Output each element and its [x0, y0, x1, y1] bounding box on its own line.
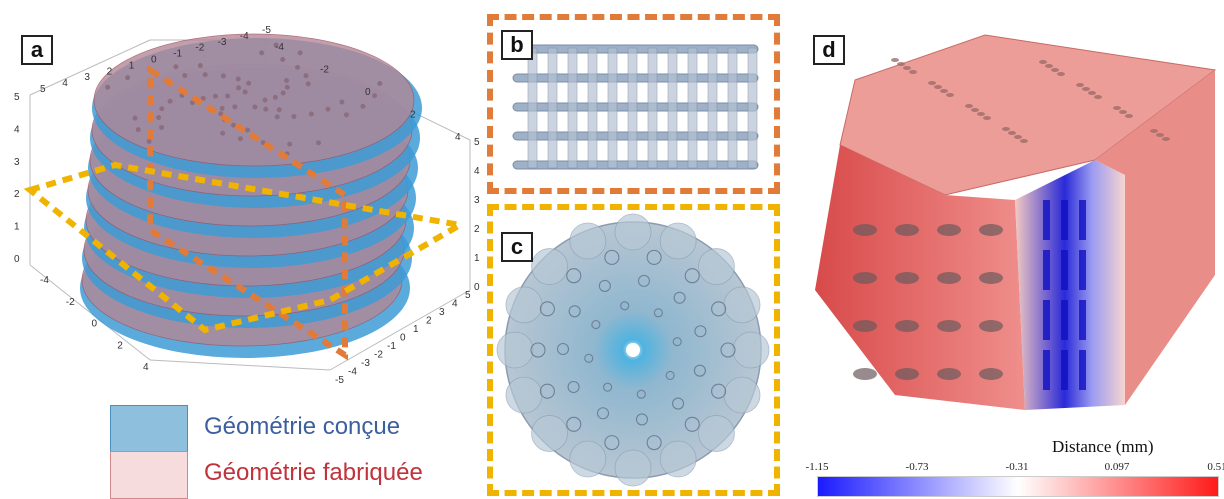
panel-d: d Distance (mm) -1.15 -0.73 -0.31 0.097 0.51 [795, 0, 1224, 499]
axis-tick-bottom-right: -1 [387, 341, 396, 352]
colorbar-title: Distance (mm) [1052, 437, 1154, 456]
colorbar-tick-label: -0.73 [905, 461, 929, 473]
axis-tick-top-right: 2 [410, 110, 416, 121]
panel-c: c [487, 204, 780, 496]
legend-designed-label: Géométrie conçue [204, 413, 401, 440]
colorbar-tick-label: 0.51 [1207, 461, 1224, 473]
axis-tick-right: 4 [474, 166, 480, 177]
axis-tick-top-left: 5 [40, 84, 46, 95]
axis-tick-bottom-right: 0 [400, 333, 406, 344]
axis-tick-top-left: 4 [62, 78, 68, 89]
axis-tick-right: 5 [474, 137, 480, 148]
legend-designed-swatch [110, 405, 188, 453]
axis-tick-top-left: 3 [84, 72, 90, 83]
axis-tick-top-right: 0 [365, 87, 371, 98]
axis-tick-bottom-left: 0 [92, 319, 98, 330]
axis-tick-top-left: -5 [262, 25, 271, 36]
axis-tick-top-right: -4 [275, 42, 284, 53]
axis-tick-top-right: 4 [455, 132, 461, 143]
axis-tick-bottom-right: 1 [413, 324, 419, 335]
axis-tick-top-left: 2 [107, 66, 113, 77]
axis-tick-bottom-left: -2 [66, 297, 75, 308]
axis-tick-top-left: -3 [218, 37, 227, 48]
axis-tick-top-left: -4 [240, 31, 249, 42]
axis-tick-bottom-right: -3 [361, 358, 370, 369]
axis-tick-top-left: 0 [151, 55, 157, 66]
axis-tick-top-left: -1 [173, 49, 182, 60]
axis-tick-bottom-right: -5 [335, 375, 344, 386]
axis-tick-bottom-right: 5 [465, 290, 471, 301]
axis-tick-bottom-left: 2 [117, 340, 123, 351]
axis-tick-left: 4 [14, 124, 20, 135]
axis-tick-top-right: -2 [320, 65, 329, 76]
axis-tick-bottom-right: 4 [452, 299, 458, 310]
axis-tick-left: 2 [14, 189, 20, 200]
panel-a-label: a [21, 35, 53, 65]
axis-tick-left: 1 [14, 222, 20, 233]
colorbar [817, 476, 1219, 497]
colorbar-tick-label: -1.15 [805, 461, 829, 473]
axis-tick-left: 0 [14, 254, 20, 265]
panel-b-graphic [512, 44, 759, 170]
axis-tick-bottom-right: -2 [374, 350, 383, 361]
axis-tick-right: 2 [474, 224, 480, 235]
panel-c-graphic [496, 213, 770, 487]
panel-b-label: b [501, 30, 533, 60]
legend-fabricated-swatch [110, 451, 188, 499]
panel-d-label: d [813, 35, 845, 65]
legend-fabricated-label: Géométrie fabriquée [204, 459, 423, 486]
axis-tick-bottom-left: -4 [40, 275, 49, 286]
colorbar-tick-label: -0.31 [1005, 461, 1029, 473]
axis-tick-bottom-right: 3 [439, 307, 445, 318]
axis-tick-left: 5 [14, 92, 20, 103]
colorbar-tick-label: 0.097 [1104, 461, 1130, 473]
axis-tick-right: 3 [474, 195, 480, 206]
axis-tick-top-left: -2 [195, 43, 204, 54]
panel-a-graphic: 543210-1-2-3-4-5-4-2024543210543210-4-20… [14, 25, 480, 386]
panel-b: b [487, 14, 780, 194]
axis-tick-right: 1 [474, 253, 480, 264]
panel-c-label: c [501, 232, 533, 262]
axis-tick-right: 0 [474, 282, 480, 293]
axis-tick-bottom-left: 4 [143, 362, 149, 373]
axis-tick-left: 3 [14, 157, 20, 168]
axis-tick-bottom-right: -4 [348, 367, 357, 378]
panel-d-graphic [815, 34, 1217, 410]
axis-tick-bottom-right: 2 [426, 316, 432, 327]
axis-tick-top-left: 1 [129, 60, 135, 71]
